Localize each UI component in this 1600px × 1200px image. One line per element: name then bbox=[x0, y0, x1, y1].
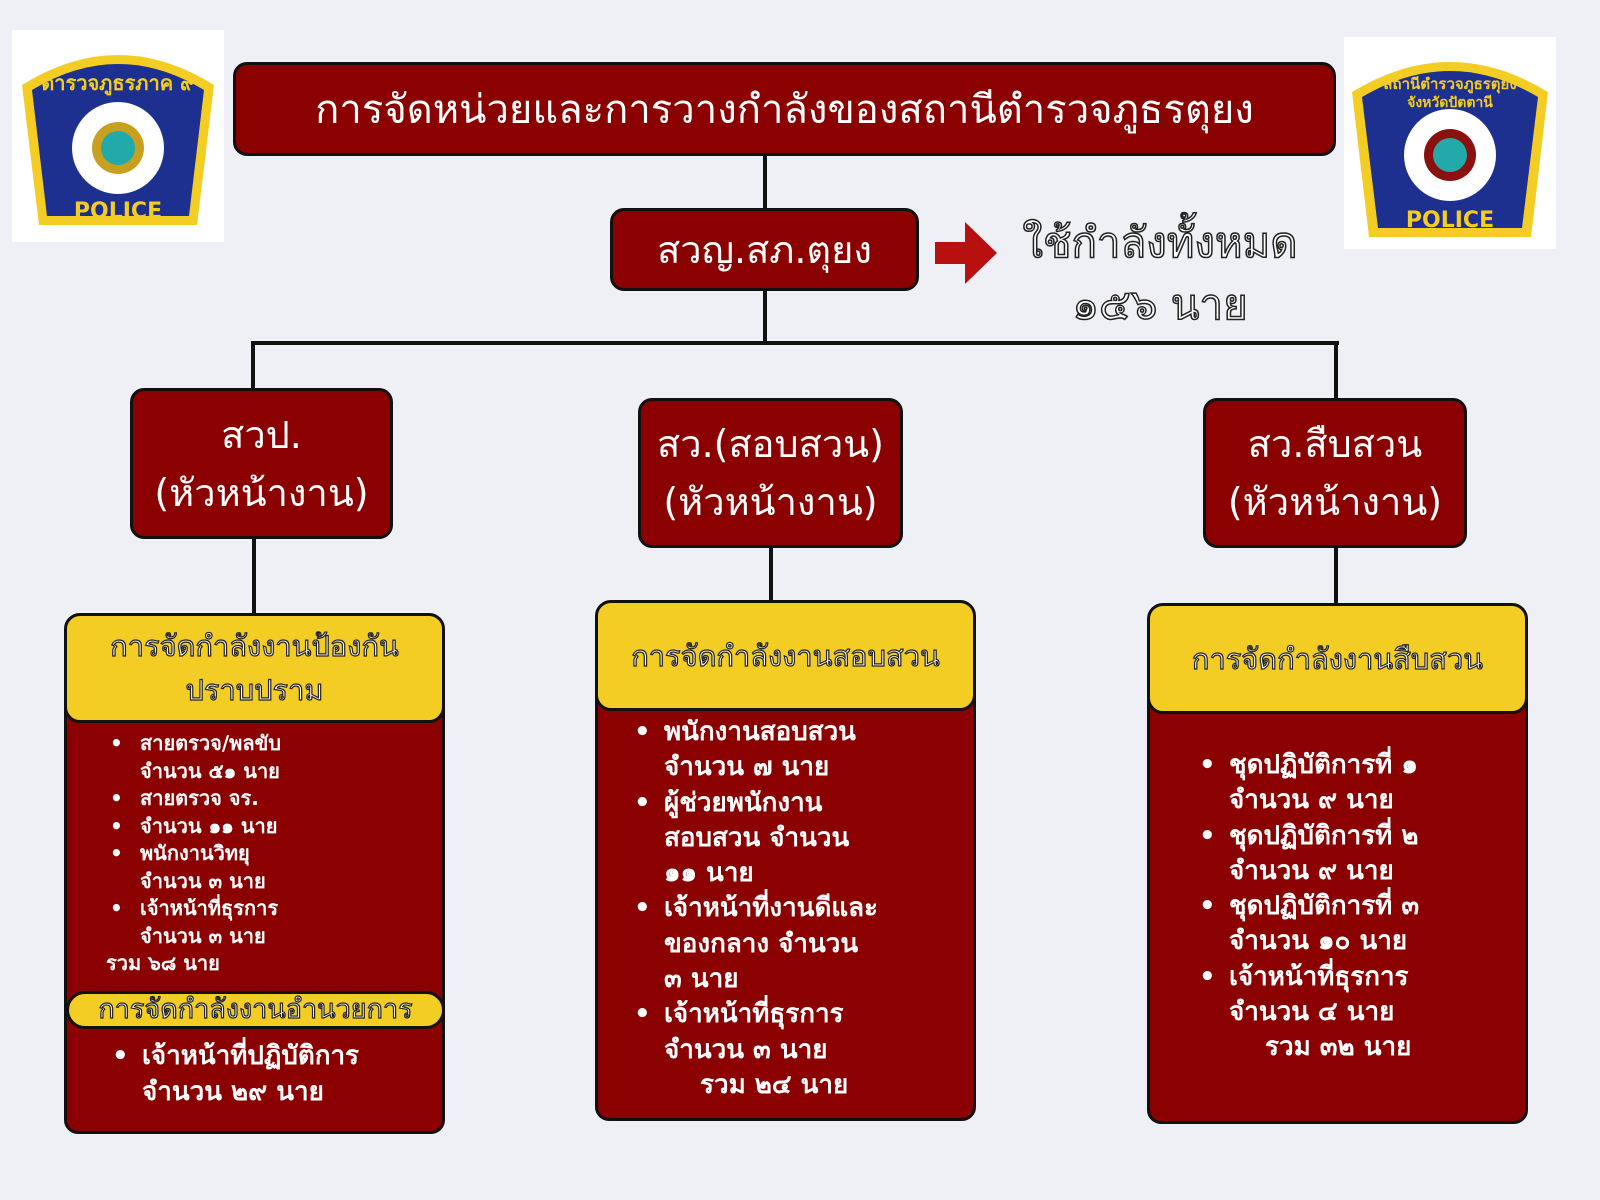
connector bbox=[251, 341, 1339, 345]
list-item: ชุดปฏิบัติการที่ ๒ จำนวน ๙ นาย bbox=[1195, 819, 1525, 890]
list-item: พนักงานวิทยุ จำนวน ๓ นาย bbox=[106, 840, 436, 895]
admin-header: การจัดกำลังงานอำนวยการ bbox=[66, 991, 445, 1029]
commander-box: สวญ.สภ.ตุยง bbox=[610, 208, 919, 291]
investigation-list: ชุดปฏิบัติการที่ ๑ จำนวน ๙ นาย ชุดปฏิบัต… bbox=[1195, 748, 1525, 1066]
svg-text:POLICE: POLICE bbox=[74, 199, 162, 224]
patrol-list: สายตรวจ/พลขับ จำนวน ๕๑ นาย สายตรวจ จร. จ… bbox=[106, 730, 436, 978]
inquiry-list: พนักงานสอบสวน จำนวน ๗ นาย ผู้ช่วยพนักงาน… bbox=[630, 715, 970, 1103]
list-item: ชุดปฏิบัติการที่ ๑ จำนวน ๙ นาย bbox=[1195, 748, 1525, 819]
svg-text:POLICE: POLICE bbox=[1406, 208, 1494, 233]
patrol-header: การจัดกำลังงานป้องกันปราบปราม bbox=[64, 613, 445, 723]
total-strength: ใช้กำลังทั้งหมด ๑๕๖ นาย bbox=[1000, 212, 1320, 336]
admin-list: เจ้าหน้าที่ปฏิบัติการ จำนวน ๒๙ นาย bbox=[108, 1038, 438, 1110]
patrol-total: รวม ๖๘ นาย bbox=[106, 951, 220, 975]
unit-sub: (หัวหน้างาน) bbox=[663, 480, 878, 524]
list-item: ผู้ช่วยพนักงาน สอบสวน จำนวน ๑๑ นาย bbox=[630, 786, 970, 892]
chart-title: การจัดหน่วยและการวางกำลังของสถานีตำรวจภู… bbox=[233, 62, 1336, 156]
svg-text:จังหวัดปัตตานี: จังหวัดปัตตานี bbox=[1407, 95, 1493, 111]
unit-box-investigation: สว.สืบสวน (หัวหน้างาน) bbox=[1203, 398, 1467, 548]
list-item: สายตรวจ จร. bbox=[106, 785, 436, 813]
list-item: เจ้าหน้าที่ปฏิบัติการ จำนวน ๒๙ นาย bbox=[108, 1038, 438, 1110]
list-item: จำนวน ๑๑ นาย bbox=[106, 813, 436, 841]
svg-text:สถานีตำรวจภูธรตุยง: สถานีตำรวจภูธรตุยง bbox=[1383, 75, 1516, 94]
inquiry-total: รวม ๒๔ นาย bbox=[700, 1069, 849, 1100]
tuyong-station-logo: สถานีตำรวจภูธรตุยง จังหวัดปัตตานี POLICE bbox=[1344, 37, 1556, 249]
connector bbox=[252, 536, 256, 616]
list-item: เจ้าหน้าที่งานดีและ ของกลาง จำนวน ๓ นาย bbox=[630, 891, 970, 997]
unit-sub: (หัวหน้างาน) bbox=[154, 470, 369, 515]
connector bbox=[1334, 546, 1338, 606]
list-item: เจ้าหน้าที่ธุรการ จำนวน ๔ นาย bbox=[1195, 960, 1525, 1031]
connector bbox=[251, 341, 255, 391]
total-label: ใช้กำลังทั้งหมด bbox=[1022, 217, 1299, 268]
total-value: ๑๕๖ นาย bbox=[1072, 279, 1249, 330]
investigation-total: รวม ๓๒ นาย bbox=[1265, 1032, 1412, 1063]
unit-name: สว.(สอบสวน) bbox=[657, 422, 884, 466]
connector bbox=[769, 546, 773, 603]
list-item: เจ้าหน้าที่ธุรการ จำนวน ๓ นาย bbox=[106, 895, 436, 950]
list-item: ชุดปฏิบัติการที่ ๓ จำนวน ๑๐ นาย bbox=[1195, 889, 1525, 960]
list-item: พนักงานสอบสวน จำนวน ๗ นาย bbox=[630, 715, 970, 786]
list-item: เจ้าหน้าที่ธุรการ จำนวน ๓ นาย bbox=[630, 997, 970, 1068]
list-item: สายตรวจ/พลขับ จำนวน ๕๑ นาย bbox=[106, 730, 436, 785]
connector bbox=[1334, 341, 1338, 401]
arrow-icon bbox=[935, 222, 997, 288]
unit-box-patrol: สวป. (หัวหน้างาน) bbox=[130, 388, 393, 539]
unit-name: สว.สืบสวน bbox=[1247, 422, 1423, 466]
investigation-header: การจัดกำลังงานสืบสวน bbox=[1147, 603, 1528, 714]
unit-sub: (หัวหน้างาน) bbox=[1227, 480, 1443, 524]
unit-box-inquiry: สว.(สอบสวน) (หัวหน้างาน) bbox=[638, 398, 903, 548]
police-region-9-logo: ตำรวจภูธรภาค ๙ POLICE bbox=[12, 30, 224, 242]
unit-name: สวป. bbox=[221, 412, 302, 457]
inquiry-header: การจัดกำลังงานสอบสวน bbox=[595, 600, 976, 711]
svg-text:ตำรวจภูธรภาค ๙: ตำรวจภูธรภาค ๙ bbox=[41, 71, 195, 97]
